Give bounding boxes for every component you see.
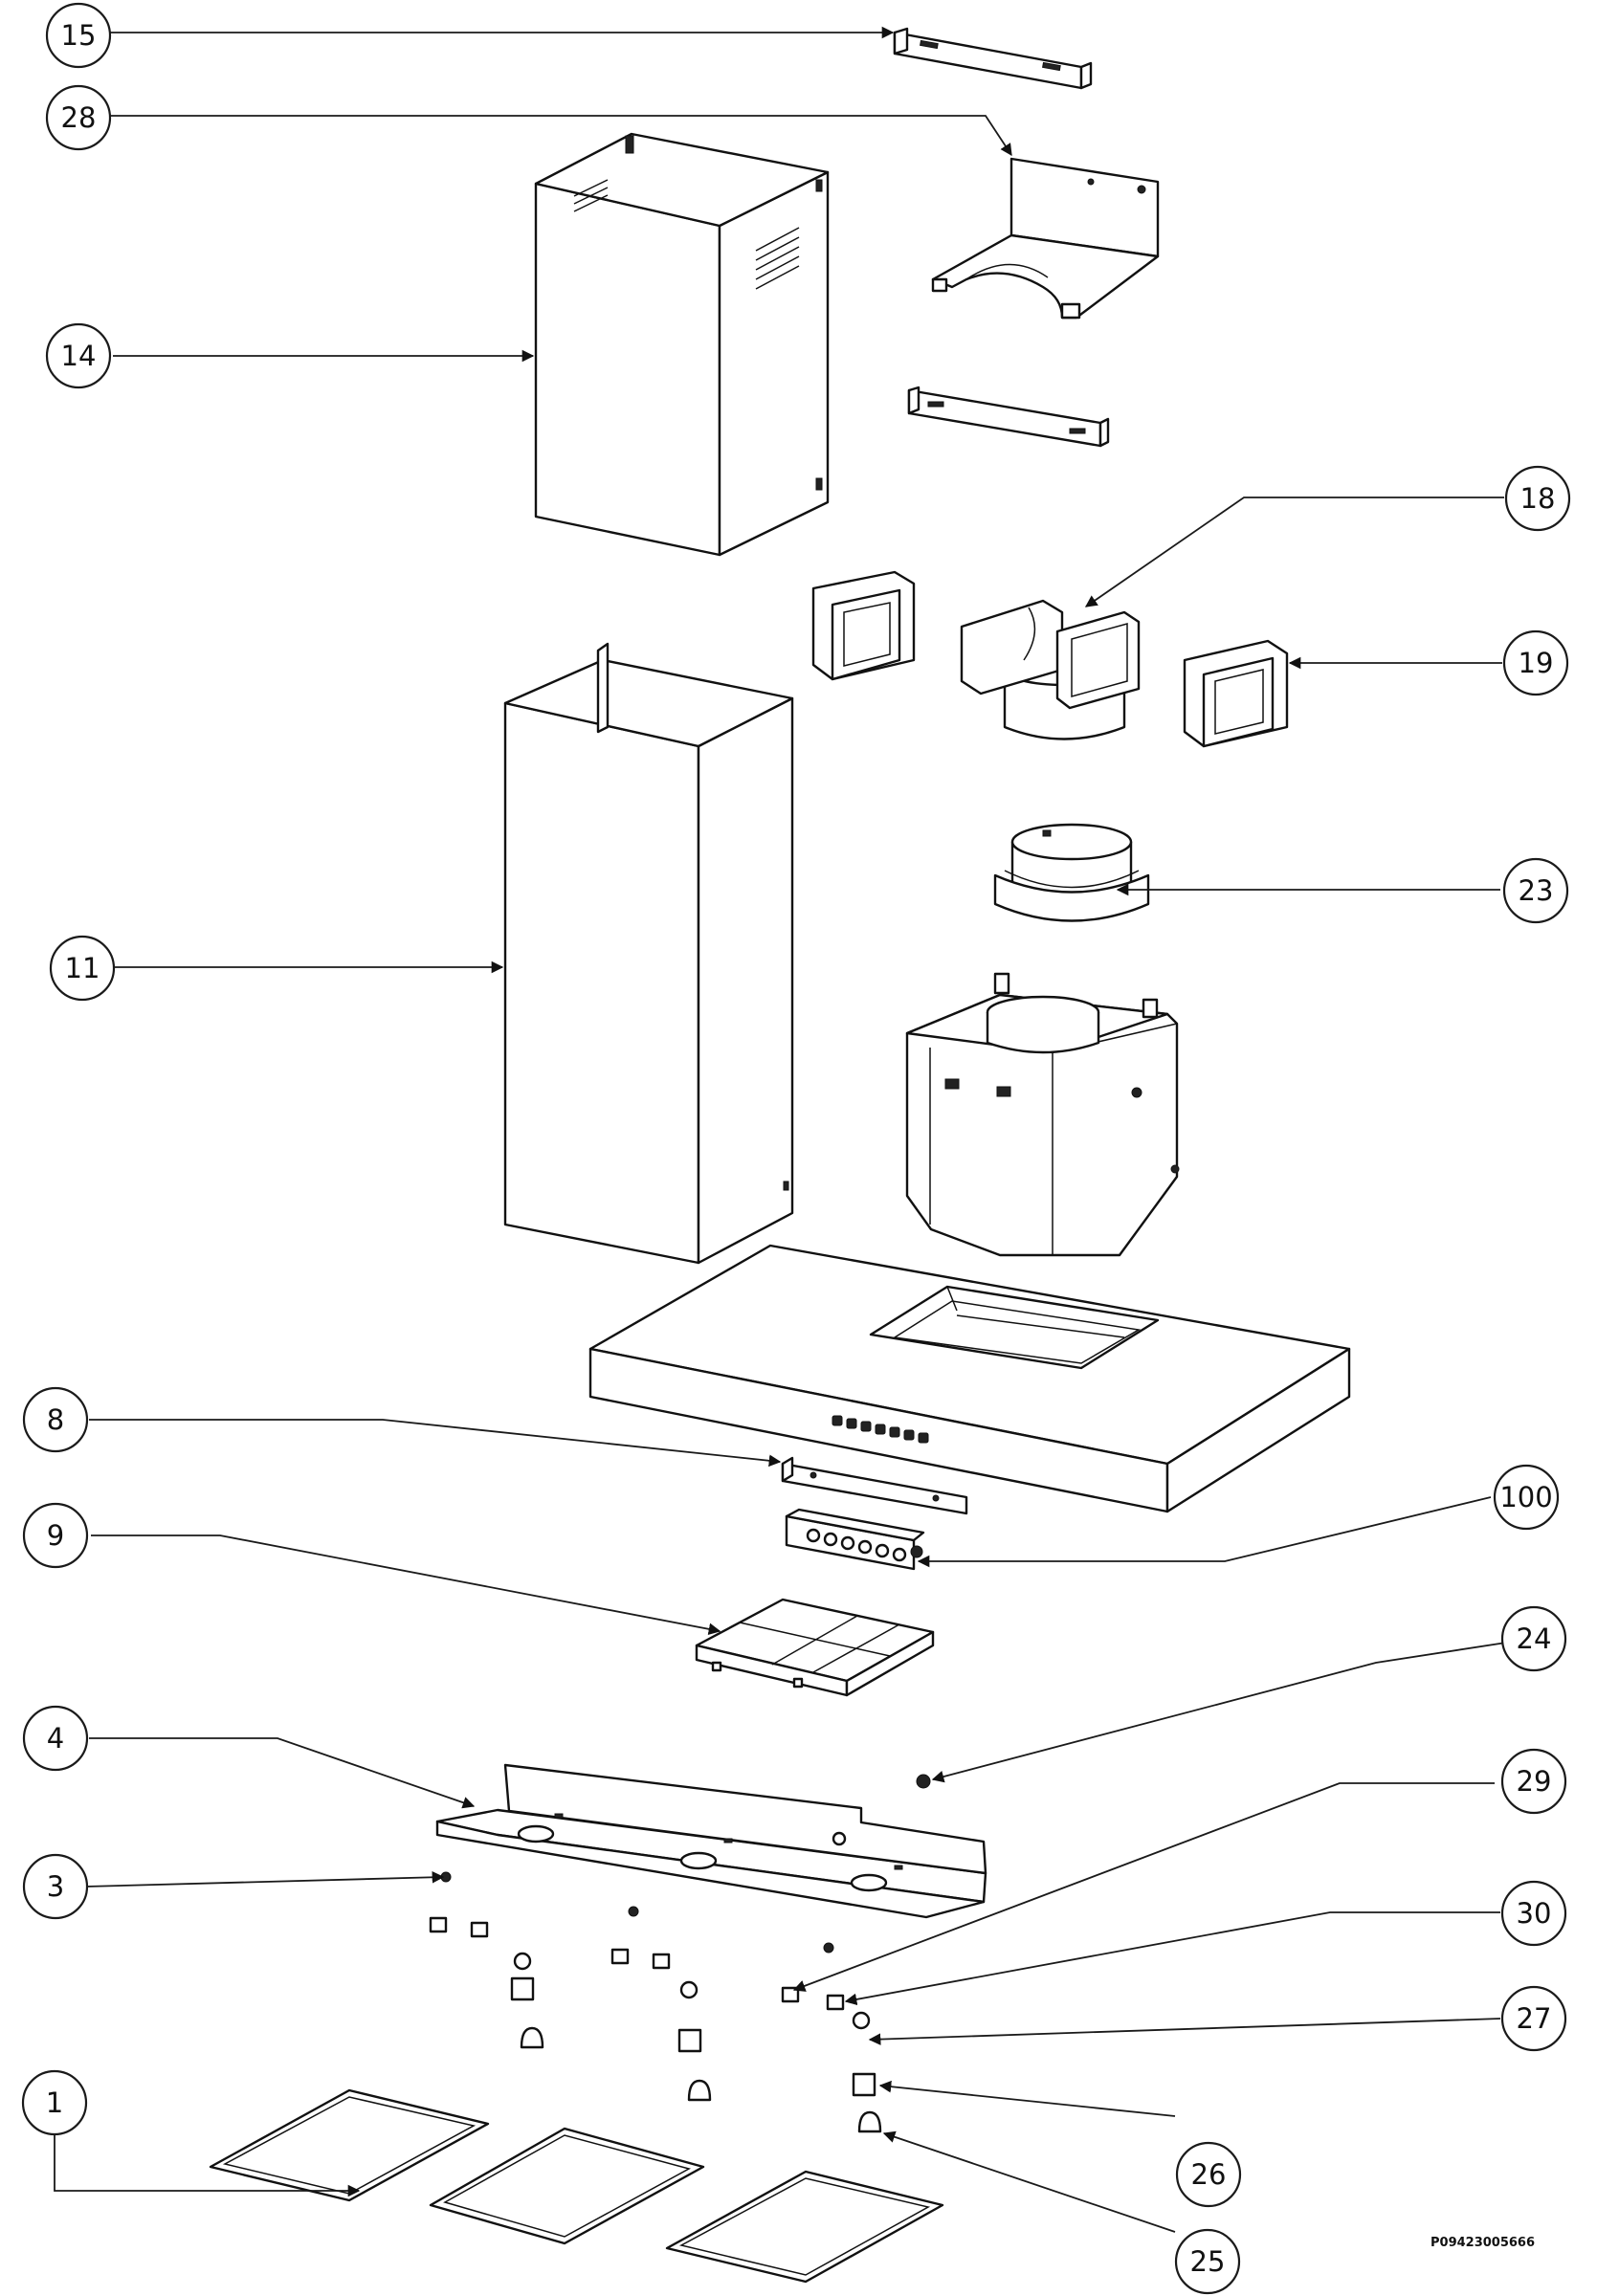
svg-text:24: 24 [1517, 1623, 1552, 1655]
svg-text:15: 15 [61, 19, 97, 52]
part-26-lamp-holder [852, 2072, 876, 2097]
callout-18: 18 [1504, 465, 1571, 532]
callout-30: 30 [1500, 1880, 1567, 1947]
svg-text:100: 100 [1499, 1481, 1552, 1513]
part-100-control-board [785, 1508, 925, 1571]
svg-text:27: 27 [1517, 2002, 1552, 2035]
callout-25: 25 [1174, 2228, 1241, 2295]
callout-11: 11 [49, 935, 116, 1002]
svg-text:28: 28 [61, 101, 97, 134]
svg-text:26: 26 [1191, 2158, 1227, 2191]
svg-text:25: 25 [1190, 2245, 1226, 2278]
part-9-carbon-filter [695, 1598, 935, 1697]
svg-text:3: 3 [47, 1870, 64, 1903]
svg-text:18: 18 [1520, 482, 1556, 515]
svg-text:11: 11 [65, 952, 100, 984]
callout-28: 28 [45, 84, 112, 151]
svg-text:8: 8 [47, 1403, 64, 1436]
part-25-bulb [857, 2110, 882, 2133]
callout-1: 1 [21, 2069, 88, 2136]
callout-29: 29 [1500, 1748, 1567, 1815]
part-11-lower-chimney [503, 642, 794, 1265]
callout-23: 23 [1502, 857, 1569, 924]
svg-text:14: 14 [61, 340, 97, 372]
part-1-grease-filters [209, 2088, 944, 2284]
callout-100: 100 [1493, 1464, 1560, 1531]
callout-8: 8 [22, 1386, 89, 1453]
part-18-y-piece [960, 599, 1141, 740]
callout-19: 19 [1502, 629, 1569, 696]
part-14-upper-chimney [534, 132, 830, 557]
callout-15: 15 [45, 2, 112, 69]
callout-4: 4 [22, 1705, 89, 1772]
part-19-right-adapter [1183, 639, 1289, 748]
callout-14: 14 [45, 322, 112, 389]
drawing-code: P09423005666 [1431, 2236, 1535, 2250]
svg-text:19: 19 [1519, 647, 1554, 679]
callout-26: 26 [1175, 2141, 1242, 2208]
part-24-knob [916, 1774, 931, 1789]
part-27-ring [852, 2011, 871, 2030]
vent-slots-right [755, 227, 800, 290]
callout-27: 27 [1500, 1985, 1567, 2052]
callout-24: 24 [1500, 1605, 1567, 1672]
hood-canopy [588, 1244, 1351, 1513]
vent-slots-left [573, 179, 609, 212]
svg-text:1: 1 [46, 2086, 63, 2119]
clips-and-lamps [429, 1916, 882, 2133]
svg-text:9: 9 [47, 1519, 64, 1552]
part-left-adapter [811, 570, 916, 681]
control-panel-buttons [832, 1415, 929, 1444]
part-30-clip [826, 1994, 845, 2011]
callout-9: 9 [22, 1502, 89, 1569]
part-lower-bracket [907, 386, 1110, 448]
svg-text:29: 29 [1517, 1765, 1552, 1798]
part-4-filter-frame [435, 1763, 987, 1919]
svg-text:23: 23 [1519, 874, 1554, 907]
callout-3: 3 [22, 1853, 89, 1920]
svg-text:30: 30 [1517, 1897, 1552, 1930]
part-15-top-bracket [893, 27, 1093, 90]
part-23-collar [993, 823, 1150, 922]
leader-lines [54, 26, 1507, 2233]
motor-housing [905, 972, 1180, 1257]
part-28-flue-bracket [931, 157, 1160, 320]
part-8-control-bracket [781, 1456, 968, 1515]
svg-text:4: 4 [47, 1722, 64, 1755]
